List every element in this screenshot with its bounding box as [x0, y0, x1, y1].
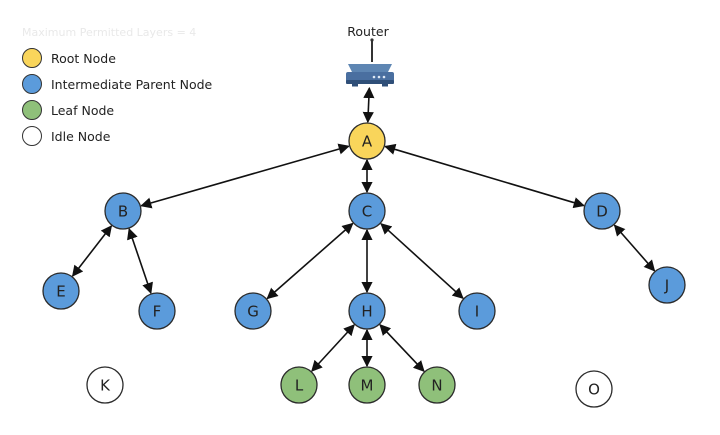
node-circle — [234, 292, 272, 330]
edges — [71, 86, 656, 373]
leaf-node-swatch — [22, 100, 42, 120]
node-label: L — [295, 377, 304, 395]
edge-c-g — [266, 222, 354, 300]
router-icon — [346, 38, 394, 87]
node-m: M — [348, 366, 386, 404]
node-g: G — [234, 292, 272, 330]
node-o: O — [575, 370, 613, 408]
nodes: A B C D E F G H I J K L M N O — [42, 122, 686, 408]
intermediate-node-swatch — [22, 74, 42, 94]
edge-d-j — [613, 224, 656, 272]
node-circle — [348, 122, 386, 160]
node-circle — [583, 192, 621, 230]
node-label: H — [361, 303, 372, 321]
edge-b-e — [71, 225, 113, 277]
node-circle — [348, 366, 386, 404]
legend-item-idle: Idle Node — [22, 125, 110, 147]
legend-item-root: Root Node — [22, 47, 116, 69]
node-d: D — [583, 192, 621, 230]
router-label: Router — [347, 24, 389, 39]
node-a: A — [348, 122, 386, 160]
node-circle — [280, 366, 318, 404]
edge-h-l — [311, 324, 355, 372]
edge-a-b — [140, 143, 350, 209]
legend-title: Maximum Permitted Layers = 4 — [22, 26, 197, 39]
legend-item-leaf: Leaf Node — [22, 99, 114, 121]
node-c: C — [348, 192, 386, 230]
node-circle — [42, 272, 80, 310]
edge-h-n — [379, 323, 425, 373]
node-n: N — [418, 366, 456, 404]
idle-node-swatch — [22, 126, 42, 146]
node-circle — [348, 292, 386, 330]
node-circle — [458, 292, 496, 330]
node-f: F — [138, 292, 176, 330]
node-label: C — [362, 203, 372, 221]
legend-item-intermediate: Intermediate Parent Node — [22, 73, 212, 95]
node-label: G — [247, 303, 259, 321]
node-circle — [138, 292, 176, 330]
node-label: I — [475, 303, 479, 321]
node-label: D — [596, 203, 608, 221]
legend-label: Intermediate Parent Node — [51, 76, 213, 92]
node-label: A — [362, 133, 373, 151]
legend-label: Root Node — [51, 50, 116, 66]
node-l: L — [280, 366, 318, 404]
node-circle — [648, 266, 686, 304]
legend-label: Idle Node — [51, 128, 111, 144]
node-label: N — [431, 377, 442, 395]
root-node-swatch — [22, 48, 42, 68]
node-j: J — [648, 266, 686, 304]
legend-label: Leaf Node — [51, 102, 115, 118]
node-label: J — [664, 277, 669, 295]
edge-c-i — [380, 223, 464, 299]
node-circle — [348, 192, 386, 230]
node-k: K — [86, 366, 124, 404]
node-e: E — [42, 272, 80, 310]
node-i: I — [458, 292, 496, 330]
node-label: B — [118, 203, 128, 221]
node-circle — [575, 370, 613, 408]
edge-b-f — [127, 227, 153, 295]
edge-router-a — [362, 86, 375, 124]
node-label: F — [153, 303, 162, 321]
node-circle — [418, 366, 456, 404]
edge-a-d — [384, 143, 585, 209]
node-label: O — [588, 381, 600, 399]
node-label: K — [100, 377, 111, 395]
node-h: H — [348, 292, 386, 330]
node-label: M — [361, 377, 374, 395]
node-label: E — [56, 283, 65, 301]
node-circle — [86, 366, 124, 404]
node-b: B — [104, 192, 142, 230]
node-circle — [104, 192, 142, 230]
